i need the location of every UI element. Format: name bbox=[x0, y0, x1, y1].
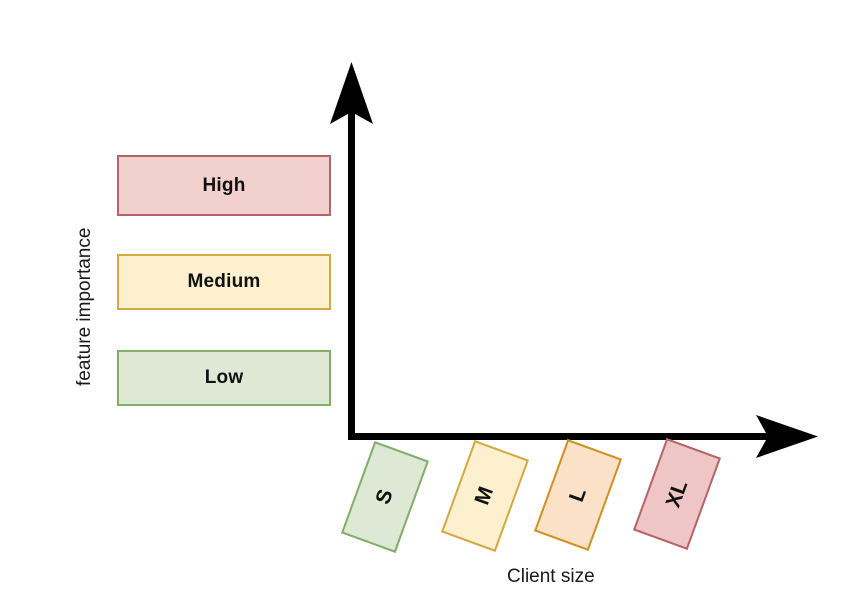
x-axis-title: Client size bbox=[507, 566, 595, 587]
importance-band-low[interactable]: Low bbox=[117, 350, 331, 406]
client-size-label: S bbox=[371, 486, 398, 508]
x-axis-arrowhead-icon bbox=[756, 415, 818, 458]
importance-band-label: Low bbox=[204, 367, 244, 388]
client-size-label: L bbox=[564, 484, 591, 505]
y-axis-title: feature importance bbox=[74, 227, 95, 386]
y-axis-arrowhead-icon bbox=[330, 62, 373, 124]
client-size-label: XL bbox=[661, 477, 692, 511]
importance-band-high[interactable]: High bbox=[117, 155, 331, 216]
importance-band-label: High bbox=[202, 174, 246, 196]
importance-band-medium[interactable]: Medium bbox=[117, 254, 331, 310]
client-size-label: M bbox=[470, 483, 499, 508]
importance-band-label: Medium bbox=[187, 271, 261, 292]
